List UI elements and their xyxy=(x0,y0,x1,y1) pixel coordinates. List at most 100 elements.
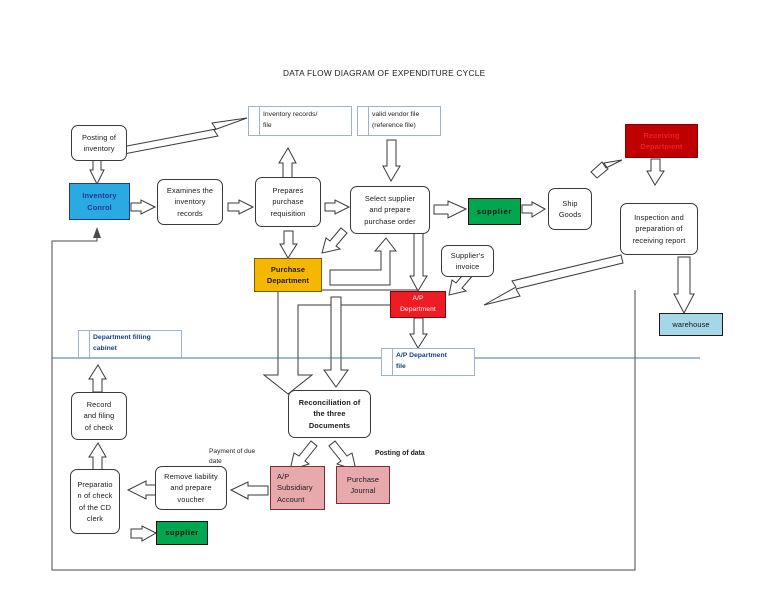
text-line: and filing xyxy=(83,411,115,421)
arrow-purchasedept-to-selectsupplier xyxy=(329,237,398,286)
text-line: Inspection and xyxy=(634,212,684,222)
text-line: valid vendor file xyxy=(372,111,420,119)
text-line: file xyxy=(396,363,406,370)
text-line: Remove liability xyxy=(164,471,218,481)
text-line: Record xyxy=(86,399,112,409)
text-line: and prepare xyxy=(369,205,411,215)
arrow-prepares-to-purchasedept xyxy=(279,230,298,259)
text-line: Department xyxy=(266,276,310,285)
arrow-invctrl-to-posting xyxy=(89,159,105,186)
page-title: DATA FLOW DIAGRAM OF EXPENDITURE CYCLE xyxy=(283,68,486,78)
arrow-apfile-to-reconciliation xyxy=(323,296,349,388)
datastore-label: A/P Department file xyxy=(393,351,447,372)
text-line: voucher xyxy=(177,494,205,504)
text-line: purchase order xyxy=(364,216,416,226)
text-line: supplier xyxy=(165,528,199,538)
text-line: Inventory xyxy=(82,191,117,201)
flow-label-posting-of-data: Posting of data xyxy=(375,450,425,457)
node-examines-inventory-records: Examines the inventory records xyxy=(157,179,223,225)
text-line: Inventory records/ xyxy=(263,111,318,119)
flow-label-payment-of-due-date: Payment of due date xyxy=(209,447,279,467)
node-posting-of-inventory: Posting of inventory xyxy=(71,125,127,161)
datastore-tab xyxy=(382,349,393,375)
text-line: Department filling xyxy=(93,334,151,342)
text-line: n of check xyxy=(77,491,113,501)
text-line: file xyxy=(263,122,272,129)
text-line: cabinet xyxy=(93,345,117,352)
arrow-apsubsidiary-to-removeliability xyxy=(229,481,269,500)
arrow-examines-to-prepares xyxy=(227,199,255,215)
text-line: preparation of xyxy=(635,224,683,234)
text-line: A/P Department xyxy=(396,352,447,360)
text-line: Reconciliation of xyxy=(298,397,361,407)
text-line: Preparatio xyxy=(77,479,113,489)
node-suppliers-invoice: Supplier's invoice xyxy=(441,245,494,277)
text-line: warehouse xyxy=(672,319,710,329)
datastore-department-filling-cabinet: Department filling cabinet xyxy=(78,330,182,358)
node-preparation-of-check-cd-clerk: Preparatio n of check of the CD clerk xyxy=(70,469,120,534)
text-line: Conrol xyxy=(87,202,112,212)
node-record-filing-of-check: Record and filing of check xyxy=(71,392,127,440)
text-line: Department xyxy=(400,305,436,313)
text-line: (reference file) xyxy=(372,122,416,129)
text-line: date xyxy=(209,457,222,465)
arrow-recordfiling-to-cabinet xyxy=(88,364,107,393)
arrow-selectsupplier-diagonal xyxy=(321,227,348,254)
text-line: Receiving xyxy=(643,130,680,140)
node-remove-liability-prepare-voucher: Remove liability and prepare voucher xyxy=(155,466,227,510)
text-line: Purchase xyxy=(346,474,380,484)
datastore-tab xyxy=(79,331,90,357)
text-line: of the CD xyxy=(78,502,112,512)
arrow-apdept-to-apfile xyxy=(409,317,428,349)
text-line: Purchase xyxy=(270,264,306,274)
text-line: invoice xyxy=(455,262,480,271)
datastore-label: valid vendor file (reference file) xyxy=(369,110,419,131)
text-line: Prepares xyxy=(272,185,304,195)
feedback-loop-arrowhead xyxy=(93,227,101,238)
text-line: Account xyxy=(277,494,305,504)
arrow-vendorfile-to-selectsupplier xyxy=(382,139,401,183)
datastore-valid-vendor-file: valid vendor file (reference file) xyxy=(357,106,441,136)
node-purchase-department: Purchase Department xyxy=(254,258,322,292)
arrow-prepcheck-to-supplier xyxy=(130,525,158,542)
text-line: of check xyxy=(84,422,114,432)
datastore-ap-department-file: A/P Department file xyxy=(381,348,475,376)
text-line: Supplier's xyxy=(450,250,485,260)
text-line: and prepare xyxy=(170,483,212,493)
text-line: A/P xyxy=(412,295,424,303)
text-line: purchase xyxy=(272,197,304,207)
text-line: clerk xyxy=(86,513,104,523)
datastore-inventory-records-file: Inventory records/ file xyxy=(248,106,352,136)
arrow-selectsupplier-to-supplier xyxy=(433,200,468,219)
text-line: inventory xyxy=(174,197,206,207)
node-inventory-control: Inventory Conrol xyxy=(69,183,130,220)
node-inspection-receiving-report: Inspection and preparation of receiving … xyxy=(620,203,698,255)
text-line: requisition xyxy=(270,208,306,218)
node-select-supplier-prepare-po: Select supplier and prepare purchase ord… xyxy=(350,186,430,234)
arrow-posting-to-inventory-records xyxy=(121,117,248,155)
datastore-tab xyxy=(249,107,260,135)
arrow-invctrl-to-examines xyxy=(130,199,157,215)
node-reconciliation-three-documents: Reconciliation of the three Documents xyxy=(288,390,371,438)
arrow-prepares-to-selectsupplier xyxy=(324,199,351,215)
arrow-receivingreport-to-apdept xyxy=(483,254,624,306)
node-purchase-journal: Purchase Journal xyxy=(336,466,390,504)
arrow-receiving-to-inspection xyxy=(646,158,665,186)
text-line: Documents xyxy=(308,420,351,430)
text-line: Department xyxy=(640,142,683,151)
text-line: inventory xyxy=(83,144,115,153)
node-receiving-department: Receiving Department xyxy=(625,124,698,158)
datastore-label: Department filling cabinet xyxy=(90,333,151,354)
text-line: Journal xyxy=(350,486,376,495)
datastore-tab xyxy=(358,107,369,135)
text-line: A/P xyxy=(277,471,290,481)
text-line: Ship xyxy=(562,198,578,208)
node-supplier-bottom: supplier xyxy=(156,521,208,545)
arrow-selectsupplier-to-apdept xyxy=(409,232,428,293)
text-line: Select supplier xyxy=(364,193,416,203)
text-line: Subsidiary xyxy=(277,483,313,493)
node-ship-goods: Ship Goods xyxy=(548,188,592,230)
arrow-inspection-to-warehouse xyxy=(673,256,695,315)
datastore-label: Inventory records/ file xyxy=(260,110,317,131)
